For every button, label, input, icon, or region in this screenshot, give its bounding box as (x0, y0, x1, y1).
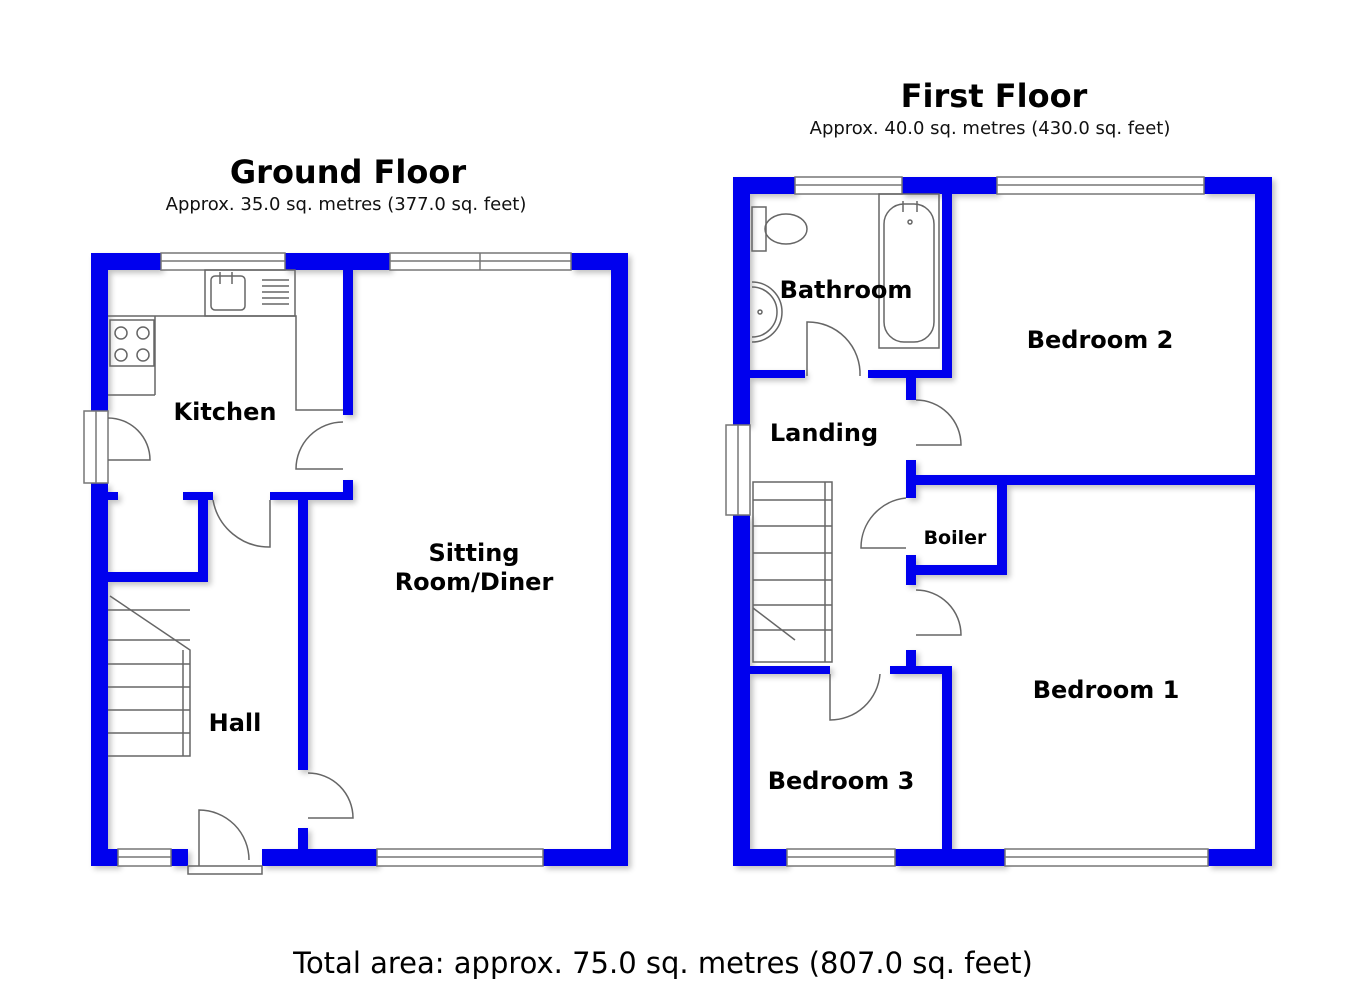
ground-floor-windows (83, 252, 572, 867)
first-floor-title: First Floor (900, 77, 1088, 115)
ground-floor-fixtures (107, 269, 354, 875)
room-label-sitting-line2: Room/Diner (395, 568, 554, 596)
room-label-boiler: Boiler (924, 527, 987, 549)
first-floor-windows (725, 176, 1209, 867)
room-label-sitting-line1: Sitting (429, 539, 520, 567)
ground-floor-plan: Kitchen Hall Sitting Room/Diner (83, 252, 628, 875)
first-floor-fixtures (751, 193, 962, 721)
total-area-caption: Total area: approx. 75.0 sq. metres (807… (293, 946, 1033, 980)
ground-floor-walls (91, 253, 628, 866)
room-label-bedroom3: Bedroom 3 (768, 767, 915, 795)
ground-floor-title: Ground Floor (229, 153, 467, 191)
first-floor-plan: Bathroom Bedroom 2 Landing Boiler Bedroo… (725, 176, 1272, 867)
room-label-bathroom: Bathroom (780, 276, 913, 304)
first-floor-walls (733, 177, 1272, 866)
room-label-bedroom2: Bedroom 2 (1027, 326, 1174, 354)
room-label-hall: Hall (209, 709, 262, 737)
room-label-landing: Landing (770, 419, 878, 447)
room-label-kitchen: Kitchen (174, 398, 277, 426)
room-label-bedroom1: Bedroom 1 (1033, 676, 1180, 704)
first-floor-area: Approx. 40.0 sq. metres (430.0 sq. feet) (809, 118, 1171, 139)
ground-floor-area: Approx. 35.0 sq. metres (377.0 sq. feet) (165, 194, 527, 215)
